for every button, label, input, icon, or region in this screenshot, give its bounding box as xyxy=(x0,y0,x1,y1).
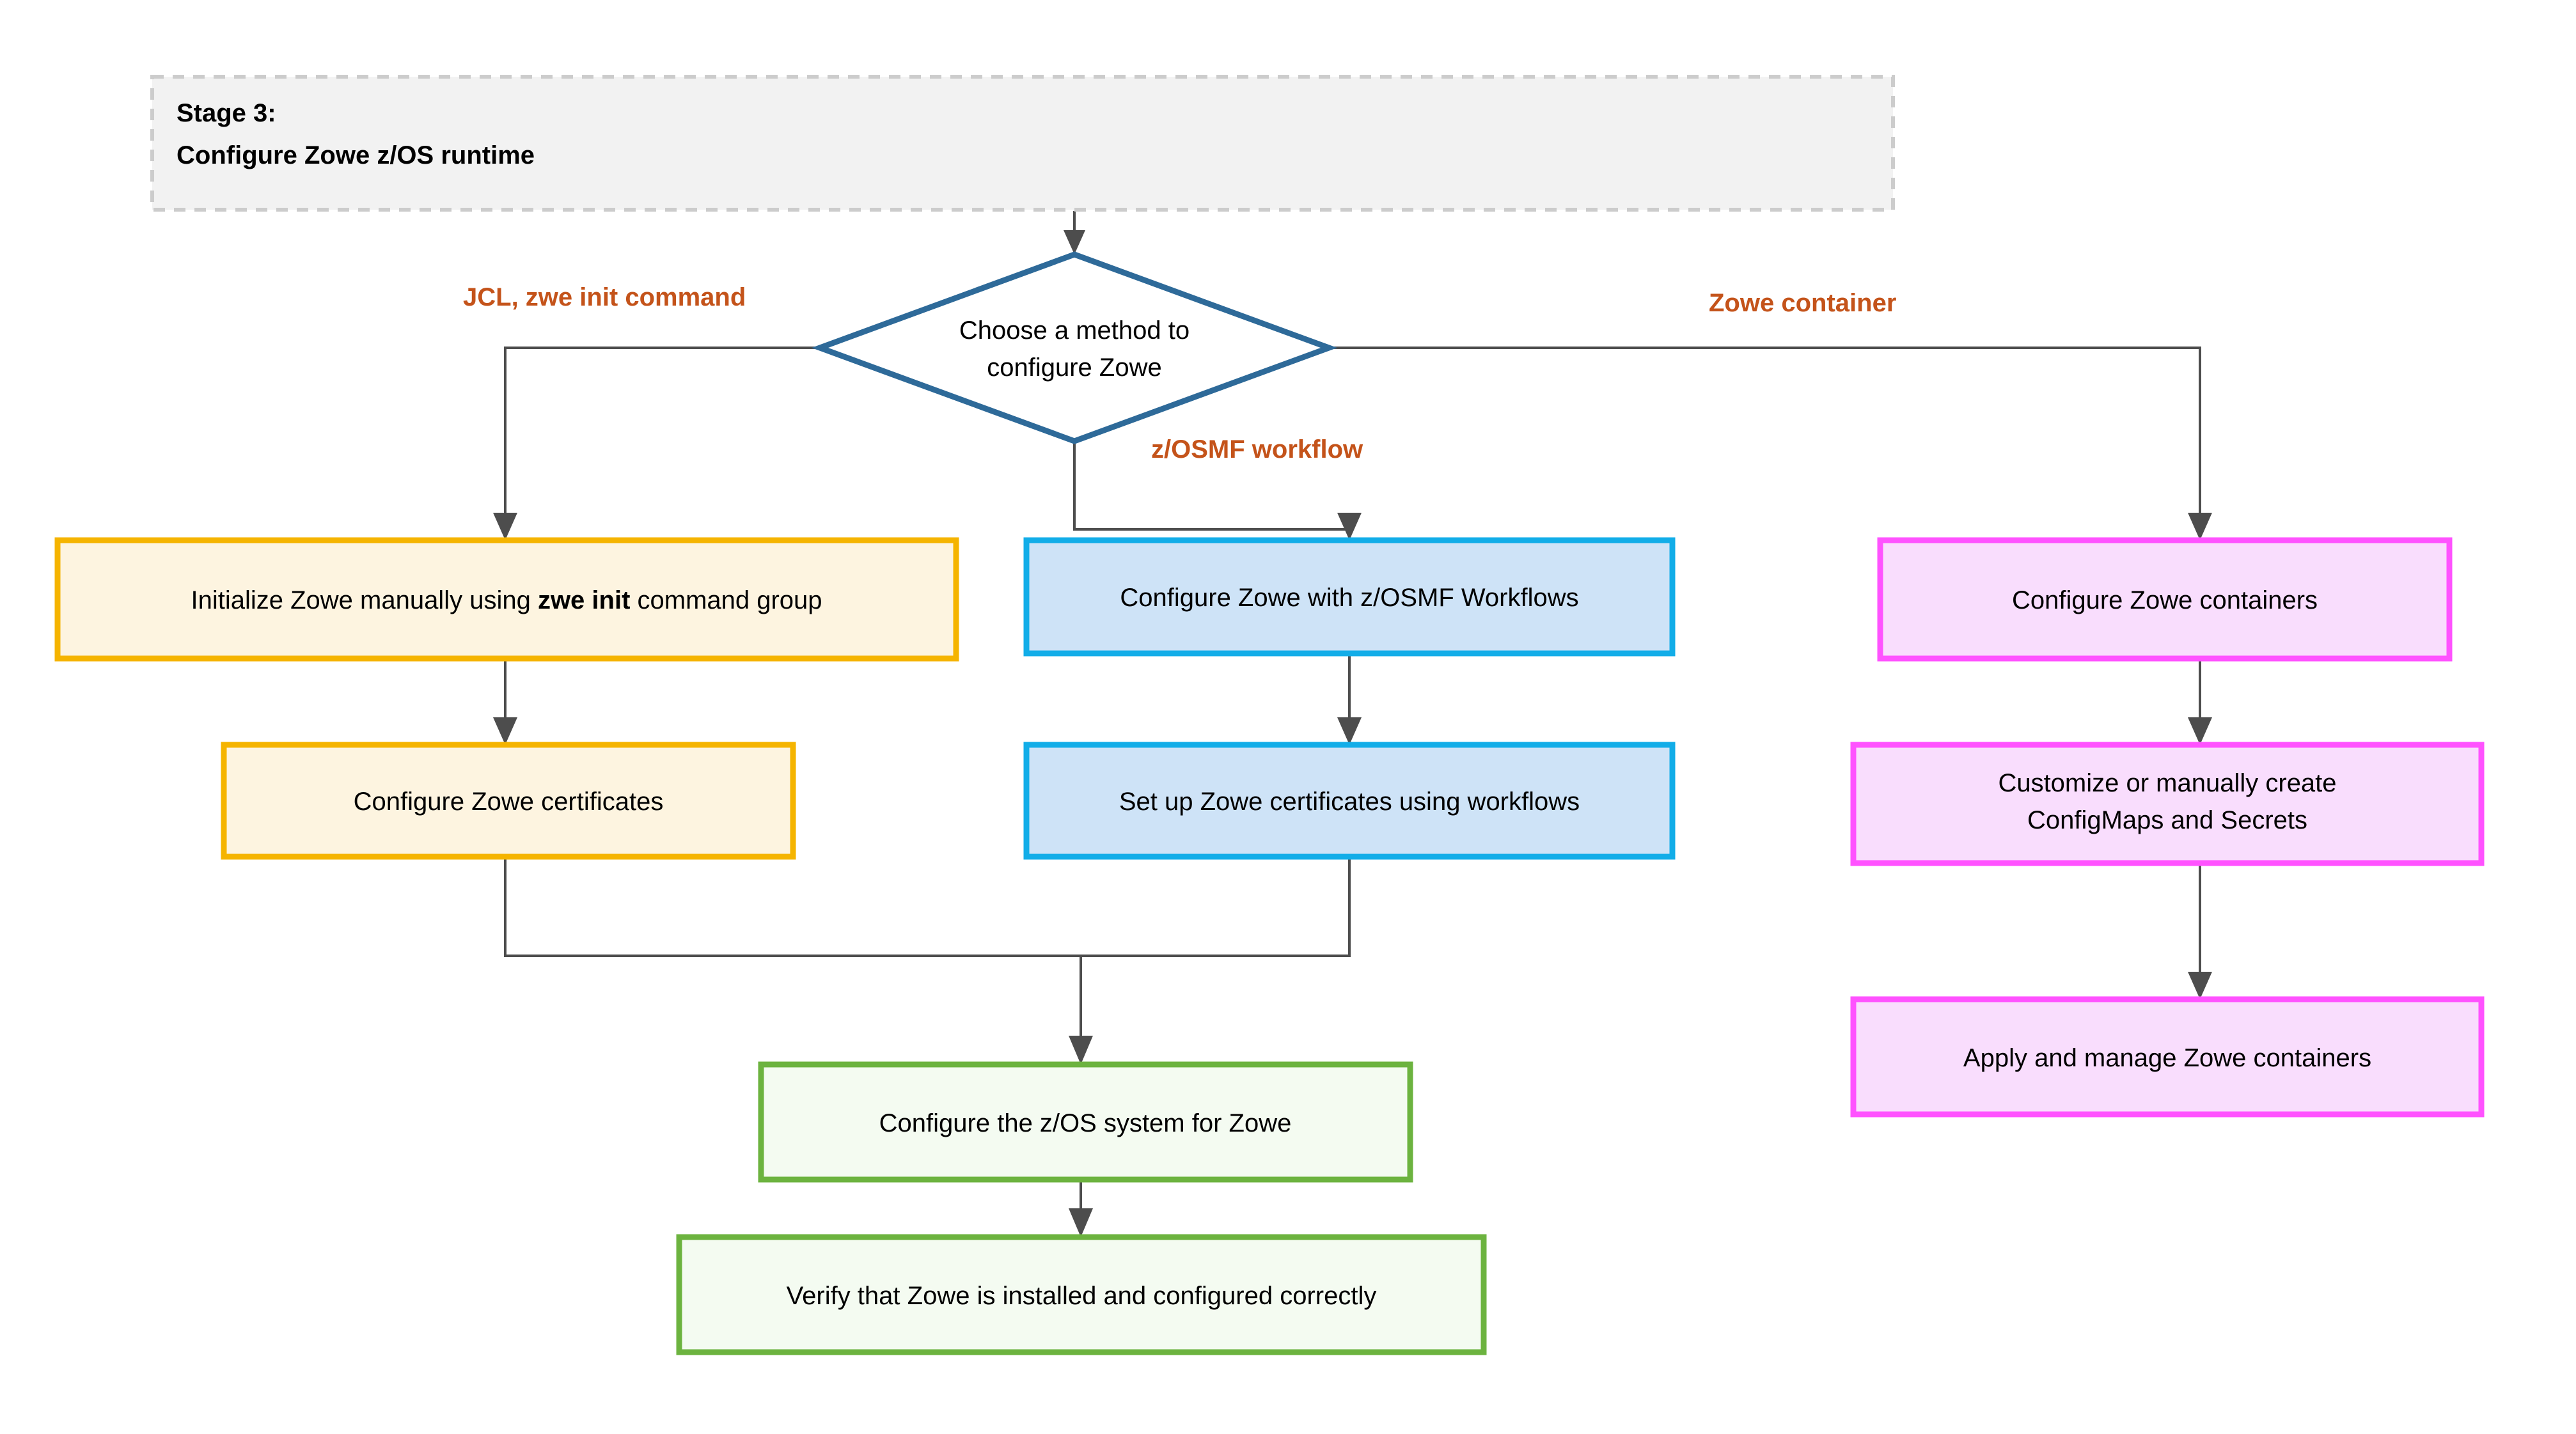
stage-title-line2: Configure Zowe z/OS runtime xyxy=(177,141,535,169)
connector-init-manual-to-certs xyxy=(493,659,517,745)
node-initialize-zowe-manually-box xyxy=(54,537,959,662)
node-configure-zowe-certificates-label: Configure Zowe certificates xyxy=(354,788,664,816)
connector-decision-to-containers xyxy=(1329,347,2212,540)
node-configure-zos-system[interactable]: Configure the z/OS system for Zowe xyxy=(758,1061,1413,1183)
stage-header-box xyxy=(150,75,1895,212)
node-configure-zowe-certificates[interactable]: Configure Zowe certificates xyxy=(221,742,796,860)
node-initialize-zowe-manually-label: Initialize Zowe manually using zwe init … xyxy=(191,586,822,614)
connector-configmaps-to-apply xyxy=(2188,863,2212,999)
node-customize-configmaps-secrets[interactable]: Customize or manually create ConfigMaps … xyxy=(1850,742,2485,866)
node-configure-zos-system-label: Configure the z/OS system for Zowe xyxy=(879,1109,1292,1137)
connector-stage-to-decision xyxy=(1064,211,1085,254)
init-manual-text-bold: zwe init xyxy=(538,586,630,614)
node-configure-zos-system-box xyxy=(758,1061,1413,1183)
node-customize-configmaps-secrets-box xyxy=(1850,742,2485,866)
connector-layer xyxy=(493,211,2212,1237)
node-configure-zowe-with-zosmf-workflows-label: Configure Zowe with z/OSMF Workflows xyxy=(1120,584,1578,612)
node-configure-zowe-containers[interactable]: Configure Zowe containers xyxy=(1877,537,2453,662)
connector-decision-to-workflows xyxy=(1073,441,1362,540)
node-configure-zowe-with-zosmf-workflows-box xyxy=(1023,537,1676,657)
node-verify-zowe-installed[interactable]: Verify that Zowe is installed and config… xyxy=(676,1234,1487,1355)
branch-label-zowe-container: Zowe container xyxy=(1709,289,1896,317)
node-verify-zowe-installed-box xyxy=(676,1234,1487,1355)
stage-title-line1: Stage 3: xyxy=(177,99,276,127)
node-configure-zowe-containers-box xyxy=(1877,537,2453,662)
decision-diamond-shape xyxy=(811,251,1338,444)
branch-label-jcl-zwe-init: JCL, zwe init command xyxy=(463,283,746,311)
node-apply-manage-zowe-containers-box xyxy=(1850,996,2485,1118)
node-verify-zowe-installed-label: Verify that Zowe is installed and config… xyxy=(787,1282,1377,1310)
node-customize-configmaps-secrets-label-line2: ConfigMaps and Secrets xyxy=(2027,806,2307,834)
node-configure-zowe-containers-label: Configure Zowe containers xyxy=(2012,586,2318,614)
stage-header: Stage 3: Configure Zowe z/OS runtime xyxy=(150,75,1895,212)
node-setup-zowe-certificates-workflows-label: Set up Zowe certificates using workflows xyxy=(1119,788,1580,816)
connector-configure-zos-to-verify xyxy=(1069,1176,1093,1237)
connector-workflows-to-setup-certs xyxy=(1337,653,1362,745)
node-configure-zowe-with-zosmf-workflows[interactable]: Configure Zowe with z/OSMF Workflows xyxy=(1023,537,1676,657)
node-configure-zowe-certificates-box xyxy=(221,742,796,860)
init-manual-text-post: command group xyxy=(630,586,822,614)
decision-label-line1: Choose a method to xyxy=(959,316,1190,345)
node-apply-manage-zowe-containers-label: Apply and manage Zowe containers xyxy=(1963,1044,2371,1072)
node-setup-zowe-certificates-workflows-box xyxy=(1023,742,1676,860)
connector-merge-to-configure-zos xyxy=(504,857,1351,1064)
node-apply-manage-zowe-containers[interactable]: Apply and manage Zowe containers xyxy=(1850,996,2485,1118)
branch-label-zosmf-workflow: z/OSMF workflow xyxy=(1151,435,1363,464)
node-setup-zowe-certificates-workflows[interactable]: Set up Zowe certificates using workflows xyxy=(1023,742,1676,860)
connector-containers-to-configmaps xyxy=(2188,659,2212,745)
node-initialize-zowe-manually[interactable]: Initialize Zowe manually using zwe init … xyxy=(54,537,959,662)
init-manual-text-pre: Initialize Zowe manually using xyxy=(191,586,537,614)
connector-decision-to-init-manual xyxy=(493,347,819,540)
decision-choose-method[interactable]: Choose a method to configure Zowe xyxy=(811,251,1338,444)
decision-label-line2: configure Zowe xyxy=(987,354,1161,382)
node-customize-configmaps-secrets-label-line1: Customize or manually create xyxy=(1998,769,2336,797)
